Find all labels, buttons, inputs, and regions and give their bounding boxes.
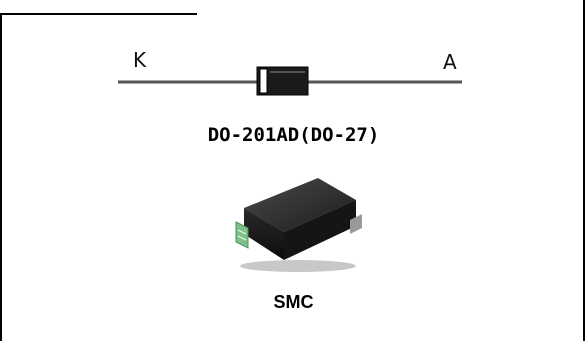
package-shadow xyxy=(240,260,356,272)
package-1-caption: DO-201AD(DO-27) xyxy=(207,124,380,146)
header-tab-underline xyxy=(0,0,197,15)
package-terminal-left xyxy=(235,221,249,249)
smc-package-image xyxy=(235,178,362,272)
cathode-pin-label: K xyxy=(133,48,147,72)
package-right-face xyxy=(284,200,356,260)
package-terminal-right xyxy=(350,214,362,234)
package-2-caption: SMC xyxy=(273,292,314,312)
frame-right-border xyxy=(583,0,585,341)
frame-left-border xyxy=(0,15,2,341)
package-front-face xyxy=(244,208,284,260)
axial-diode-drawing xyxy=(118,66,462,96)
anode-pin-label: A xyxy=(443,50,457,74)
package-top-face xyxy=(244,178,356,232)
cathode-band xyxy=(259,68,268,94)
